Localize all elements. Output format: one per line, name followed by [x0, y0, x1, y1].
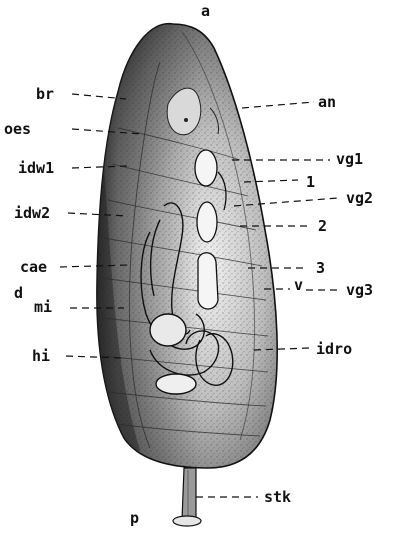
label-vg1: vg1 [336, 151, 363, 167]
label-mi: mi [34, 299, 52, 315]
label-idw1: idw1 [18, 160, 54, 176]
label-stk: stk [264, 489, 291, 505]
label-cae: cae [20, 259, 47, 275]
label-vg3: vg3 [346, 282, 373, 298]
label-1: 1 [306, 174, 315, 190]
label-p: p [130, 510, 139, 526]
label-vg2: vg2 [346, 190, 373, 206]
label-idw2: idw2 [14, 205, 50, 221]
label-hi: hi [32, 348, 50, 364]
label-d: d [14, 285, 23, 301]
label-oes: oes [4, 121, 31, 137]
label-an: an [318, 94, 336, 110]
label-2: 2 [318, 218, 327, 234]
label-3: 3 [316, 260, 325, 276]
label-v: v [294, 277, 303, 293]
label-a: a [201, 3, 210, 19]
label-idro: idro [316, 341, 352, 357]
label-br: br [36, 86, 54, 102]
